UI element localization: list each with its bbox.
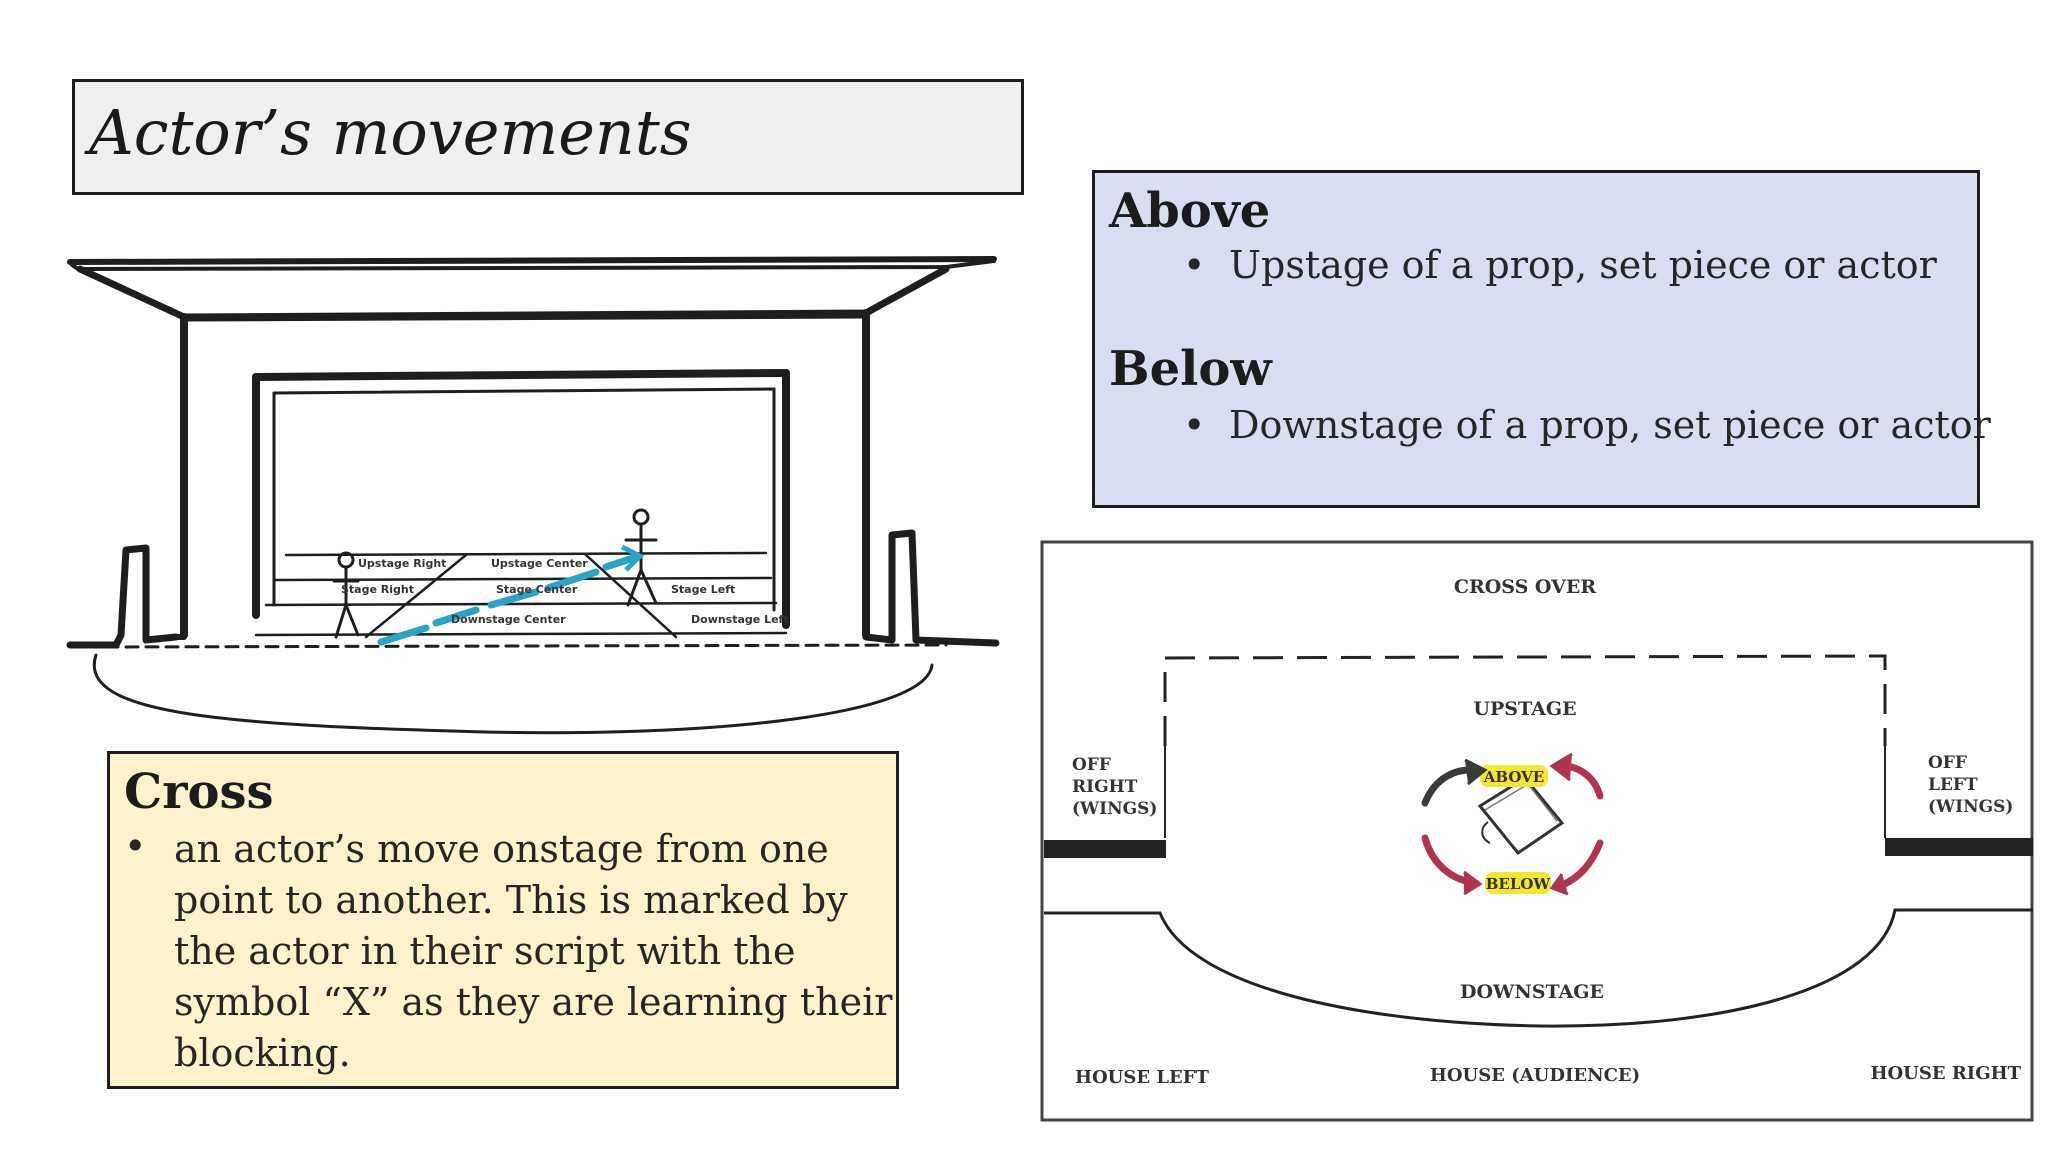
upstage-label: UPSTAGE [1473, 698, 1576, 720]
off-right-label-2: RIGHT [1072, 777, 1138, 797]
off-left-label-2: LEFT [1928, 775, 1978, 795]
bullet-dot: • [1183, 403, 1206, 447]
house-left-label: HOUSE LEFT [1075, 1067, 1210, 1088]
above-below-box: Above • Upstage of a prop, set piece or a… [1092, 170, 1991, 508]
title-box: Actor’s movements [72, 79, 1024, 195]
off-left-label-3: (WINGS) [1928, 797, 2013, 817]
grid-label-dsl: Downstage Left [691, 613, 789, 626]
grid-label-sl: Stage Left [671, 583, 735, 596]
grid-label-sr: Stage Right [341, 583, 414, 596]
off-right-label-3: (WINGS) [1072, 799, 1157, 819]
stage-sketch: Upstage Right Upstage Center Stage Left … [66, 256, 1000, 735]
above-definition: Upstage of a prop, set piece or actor [1229, 243, 1937, 287]
below-label: BELOW [1486, 875, 1552, 893]
above-definition-row: • Upstage of a prop, set piece or actor [1183, 243, 1937, 287]
off-right-label-1: OFF [1072, 755, 1111, 775]
above-term: Above [1109, 183, 1271, 239]
bullet-dot: • [1183, 243, 1206, 287]
cross-box: Cross • an actor’s move onstage from one… [107, 751, 899, 1089]
cross-definition: an actor’s move onstage from one point t… [174, 827, 893, 1075]
bullet-dot: • [124, 824, 147, 868]
above-label: ABOVE [1483, 768, 1544, 786]
stage-map: CROSS OVER UPSTAGE OFF RIGHT (WINGS) OFF… [1040, 540, 2034, 1122]
house-right-label: HOUSE RIGHT [1870, 1063, 2021, 1084]
grid-label-usr: Upstage Right [358, 557, 446, 570]
cross-over-label: CROSS OVER [1454, 576, 1597, 598]
below-definition-row: • Downstage of a prop, set piece or actor [1183, 403, 1991, 447]
below-term: Below [1109, 341, 1272, 397]
grid-label-usc: Upstage Center [491, 557, 588, 570]
cross-term: Cross [124, 764, 274, 820]
off-left-label-1: OFF [1928, 753, 1967, 773]
house-audience-label: HOUSE (AUDIENCE) [1430, 1065, 1640, 1086]
below-definition: Downstage of a prop, set piece or actor [1229, 403, 1991, 447]
downstage-label: DOWNSTAGE [1460, 981, 1604, 1003]
slide-title: Actor’s movements [89, 96, 692, 169]
grid-label-sc: Stage Center [496, 583, 578, 596]
grid-label-dsc: Downstage Center [451, 613, 566, 626]
